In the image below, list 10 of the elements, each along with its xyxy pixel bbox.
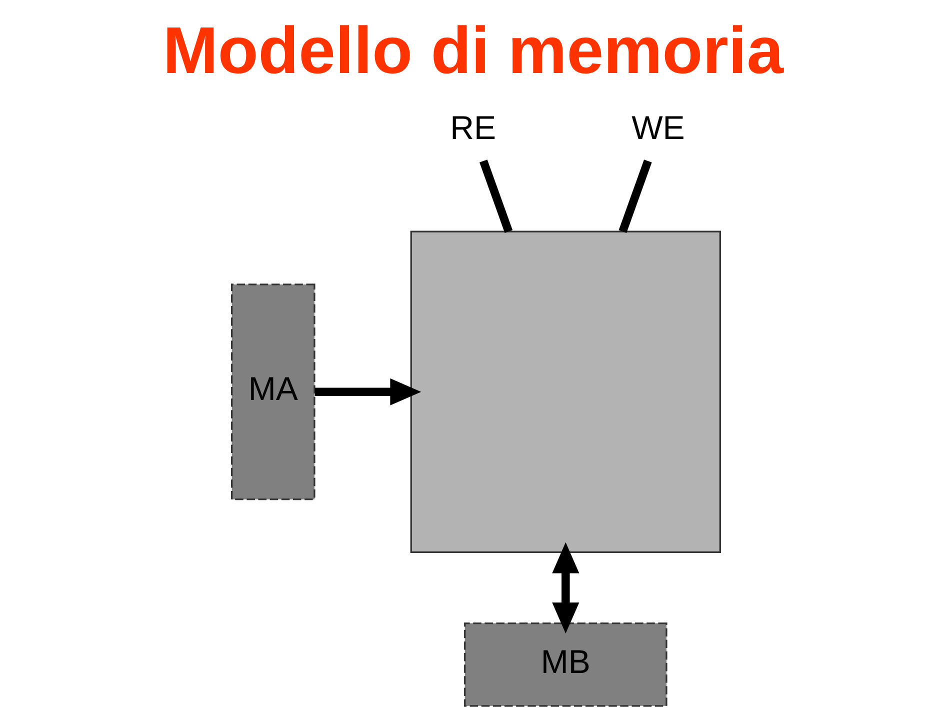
- connector: [479, 160, 513, 233]
- node-text: RE: [450, 110, 496, 148]
- arrow: [552, 542, 580, 634]
- connector: [618, 160, 652, 233]
- diagram-title: Modello di memoria: [162, 14, 784, 88]
- arrow: [314, 378, 422, 406]
- node-box: MA: [231, 284, 316, 500]
- node-box: [410, 230, 721, 554]
- node-box: MB: [464, 622, 668, 707]
- node-text: WE: [632, 110, 685, 148]
